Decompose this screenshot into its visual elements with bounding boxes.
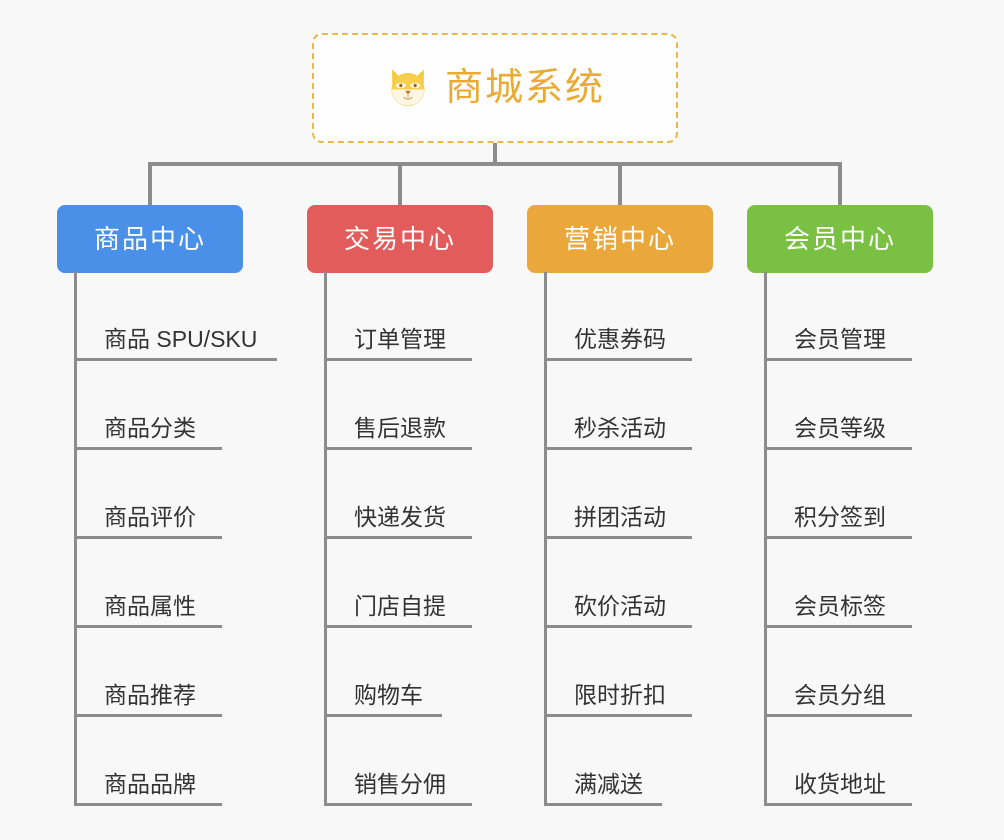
- leaf-node-label: 砍价活动: [574, 593, 666, 619]
- leaf-underline: [324, 536, 472, 539]
- leaf-node-label: 快递发货: [354, 504, 446, 530]
- leaf-node[interactable]: 会员等级: [764, 361, 912, 450]
- leaf-underline: [764, 714, 912, 717]
- leaf-node[interactable]: 商品属性: [74, 539, 222, 628]
- branch-node-1[interactable]: 商品中心: [57, 205, 243, 273]
- leaf-node[interactable]: 订单管理: [324, 272, 472, 361]
- leaf-node[interactable]: 会员管理: [764, 272, 912, 361]
- leaf-underline: [764, 803, 912, 806]
- leaf-node[interactable]: 秒杀活动: [544, 361, 692, 450]
- leaf-node[interactable]: 商品 SPU/SKU: [74, 272, 277, 361]
- branch-node-label: 会员中心: [783, 224, 896, 254]
- leaf-node[interactable]: 收货地址: [764, 717, 912, 806]
- leaf-node-label: 限时折扣: [574, 682, 666, 708]
- leaf-underline: [764, 447, 912, 450]
- branch-bus-connector: [148, 162, 842, 166]
- leaf-underline: [74, 536, 222, 539]
- branch-drop-connector-2: [398, 162, 402, 205]
- leaf-underline: [544, 536, 692, 539]
- leaf-node[interactable]: 拼团活动: [544, 450, 692, 539]
- leaf-node[interactable]: 会员分组: [764, 628, 912, 717]
- leaf-underline: [324, 447, 472, 450]
- leaf-node-label: 积分签到: [794, 504, 886, 530]
- branch-node-label: 营销中心: [563, 224, 676, 254]
- leaf-node-label: 订单管理: [354, 326, 446, 352]
- leaf-node[interactable]: 快递发货: [324, 450, 472, 539]
- leaf-node-label: 商品属性: [104, 593, 196, 619]
- leaf-node[interactable]: 限时折扣: [544, 628, 692, 717]
- leaf-node-label: 会员等级: [794, 415, 886, 441]
- leaf-node[interactable]: 门店自提: [324, 539, 472, 628]
- leaf-underline: [544, 447, 692, 450]
- branch-node-label: 交易中心: [343, 224, 456, 254]
- leaf-node[interactable]: 商品分类: [74, 361, 222, 450]
- leaf-node-label: 拼团活动: [574, 504, 666, 530]
- leaf-node-label: 秒杀活动: [574, 415, 666, 441]
- branch-node-label: 商品中心: [93, 224, 206, 254]
- leaf-node[interactable]: 售后退款: [324, 361, 472, 450]
- leaf-underline: [324, 358, 472, 361]
- branch-node-2[interactable]: 交易中心: [307, 205, 493, 273]
- root-node-shop-system[interactable]: 商城系统: [312, 33, 678, 143]
- leaf-node[interactable]: 商品推荐: [74, 628, 222, 717]
- leaf-node[interactable]: 销售分佣: [324, 717, 472, 806]
- leaf-trunk-line-1: [74, 272, 77, 806]
- shiba-dog-icon: [385, 65, 431, 111]
- leaf-underline: [324, 714, 442, 717]
- leaf-trunk-line-4: [764, 272, 767, 806]
- leaf-underline: [74, 803, 222, 806]
- branch-drop-connector-1: [148, 162, 152, 205]
- root-stem-connector: [493, 143, 497, 166]
- branch-drop-connector-3: [618, 162, 622, 205]
- leaf-node-label: 满减送: [574, 771, 643, 797]
- leaf-node-label: 门店自提: [354, 593, 446, 619]
- leaf-node-label: 商品 SPU/SKU: [104, 326, 258, 352]
- leaf-underline: [74, 714, 222, 717]
- leaf-underline: [764, 358, 912, 361]
- leaf-underline: [544, 358, 692, 361]
- leaf-node[interactable]: 优惠券码: [544, 272, 692, 361]
- leaf-node[interactable]: 商品品牌: [74, 717, 222, 806]
- leaf-underline: [324, 625, 472, 628]
- leaf-node-label: 商品推荐: [104, 682, 196, 708]
- leaf-node-label: 会员标签: [794, 593, 886, 619]
- leaf-node-label: 销售分佣: [354, 771, 446, 797]
- leaf-node-label: 会员管理: [794, 326, 886, 352]
- leaf-node[interactable]: 砍价活动: [544, 539, 692, 628]
- branch-node-4[interactable]: 会员中心: [747, 205, 933, 273]
- leaf-underline: [74, 625, 222, 628]
- leaf-trunk-line-2: [324, 272, 327, 806]
- leaf-node-label: 商品分类: [104, 415, 196, 441]
- leaf-underline: [74, 358, 277, 361]
- leaf-underline: [544, 625, 692, 628]
- leaf-trunk-line-3: [544, 272, 547, 806]
- leaf-underline: [544, 803, 662, 806]
- leaf-underline: [74, 447, 222, 450]
- leaf-node-label: 优惠券码: [574, 326, 666, 352]
- leaf-underline: [324, 803, 472, 806]
- leaf-underline: [764, 536, 912, 539]
- leaf-node-label: 商品品牌: [104, 771, 196, 797]
- leaf-node[interactable]: 购物车: [324, 628, 442, 717]
- root-node-label: 商城系统: [444, 67, 605, 109]
- leaf-underline: [544, 714, 692, 717]
- leaf-underline: [764, 625, 912, 628]
- branch-node-3[interactable]: 营销中心: [527, 205, 713, 273]
- leaf-node[interactable]: 会员标签: [764, 539, 912, 628]
- leaf-node[interactable]: 满减送: [544, 717, 662, 806]
- branch-drop-connector-4: [838, 162, 842, 205]
- leaf-node-label: 商品评价: [104, 504, 196, 530]
- leaf-node-label: 购物车: [354, 682, 423, 708]
- leaf-node-label: 会员分组: [794, 682, 886, 708]
- leaf-node[interactable]: 商品评价: [74, 450, 222, 539]
- leaf-node-label: 售后退款: [354, 415, 446, 441]
- leaf-node[interactable]: 积分签到: [764, 450, 912, 539]
- leaf-node-label: 收货地址: [794, 771, 886, 797]
